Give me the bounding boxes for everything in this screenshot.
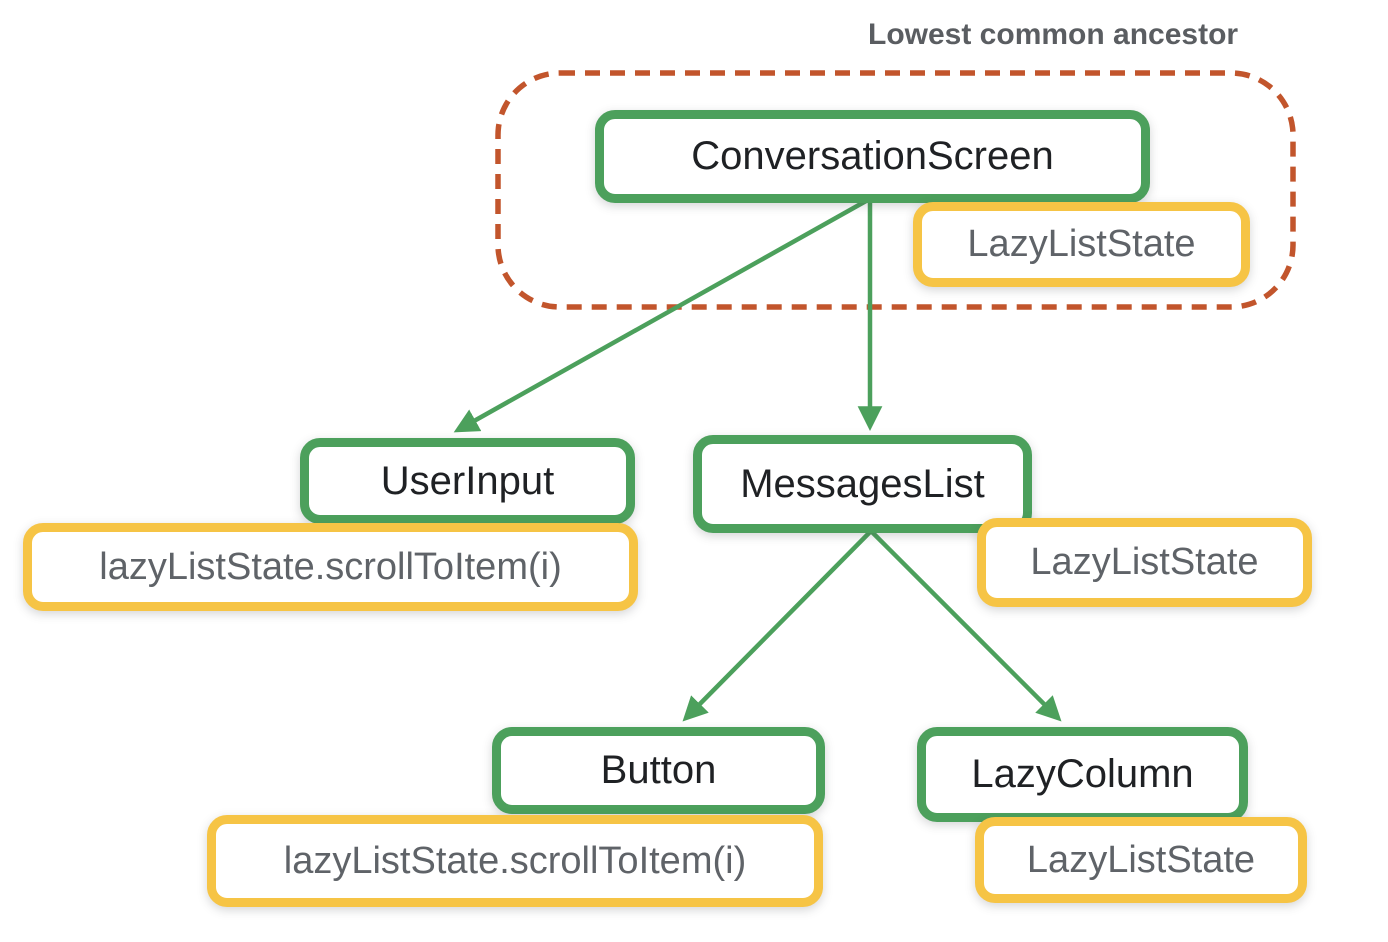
edge-conversationscreen-userinput bbox=[453, 199, 868, 433]
edge-messageslist-lazycolumn bbox=[869, 529, 1062, 722]
state-lazyliststate-lazy-column-label: LazyListState bbox=[1026, 838, 1256, 881]
node-button-label: Button bbox=[600, 748, 717, 792]
edge-messageslist-button bbox=[682, 529, 873, 722]
state-scrolltoitem-user-input: lazyListState.scrollToItem(i) bbox=[23, 523, 638, 611]
state-scrolltoitem-button-label: lazyListState.scrollToItem(i) bbox=[283, 839, 747, 882]
node-conversation-screen-label: ConversationScreen bbox=[691, 134, 1054, 178]
node-button: Button bbox=[492, 727, 825, 814]
node-messages-list: MessagesList bbox=[693, 435, 1032, 533]
state-scrolltoitem-user-input-label: lazyListState.scrollToItem(i) bbox=[99, 545, 562, 588]
ancestor-group-label: Lowest common ancestor bbox=[868, 18, 1239, 51]
state-lazyliststate-top: LazyListState bbox=[913, 202, 1250, 287]
node-lazy-column-label: LazyColumn bbox=[971, 752, 1194, 796]
node-conversation-screen: ConversationScreen bbox=[595, 110, 1150, 203]
state-lazyliststate-messages-list: LazyListState bbox=[977, 518, 1312, 607]
node-messages-list-label: MessagesList bbox=[740, 461, 985, 506]
state-lazyliststate-top-label: LazyListState bbox=[967, 223, 1196, 265]
state-lazyliststate-messages-list-label: LazyListState bbox=[1030, 541, 1259, 583]
node-lazy-column: LazyColumn bbox=[917, 727, 1248, 822]
state-scrolltoitem-button: lazyListState.scrollToItem(i) bbox=[207, 815, 823, 907]
node-user-input: UserInput bbox=[300, 438, 635, 524]
lowest-common-ancestor-outline bbox=[495, 70, 1296, 310]
state-lazyliststate-lazy-column: LazyListState bbox=[975, 817, 1307, 903]
node-user-input-label: UserInput bbox=[380, 458, 555, 503]
